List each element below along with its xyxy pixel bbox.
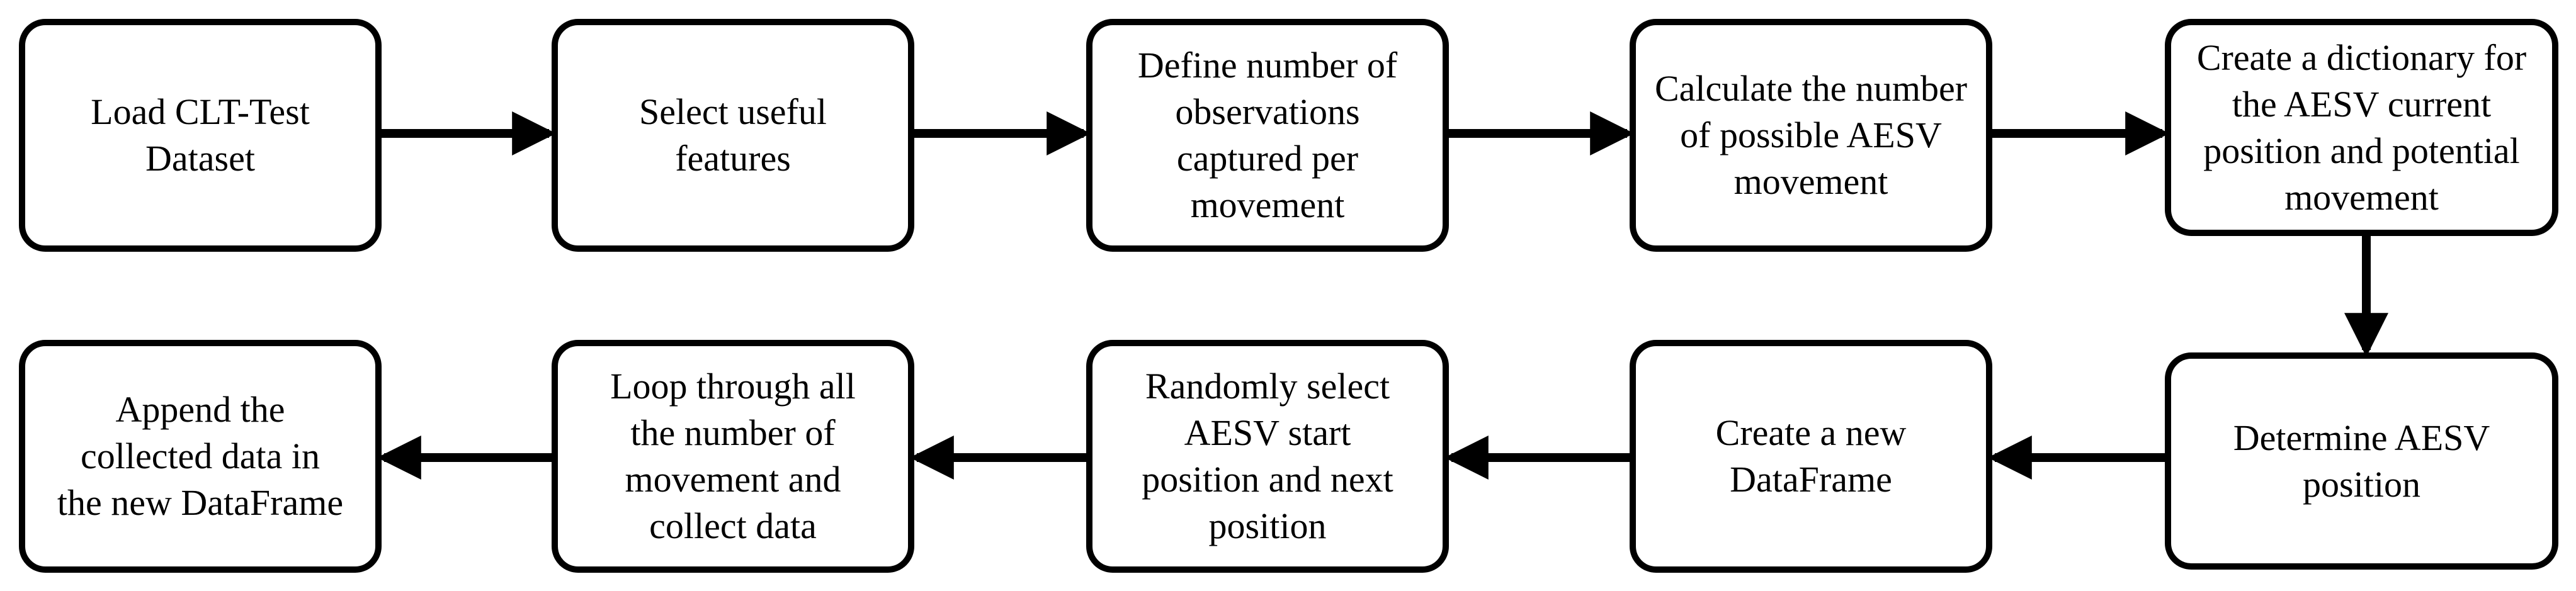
step-label: Define number of observations captured p…: [1137, 45, 1398, 225]
step-label: Append the collected data in the new Dat…: [57, 389, 344, 523]
step-label: Calculate the number of possible AESV mo…: [1654, 68, 1968, 202]
step-create-dataframe: Create a new DataFrame: [1630, 340, 1992, 573]
step-label: Create a new DataFrame: [1715, 412, 1907, 500]
step-calculate-movements: Calculate the number of possible AESV mo…: [1630, 19, 1992, 252]
step-random-select: Randomly select AESV start position and …: [1086, 340, 1449, 573]
step-create-dictionary: Create a dictionary for the AESV current…: [2165, 19, 2558, 236]
step-loop-collect: Loop through all the number of movement …: [552, 340, 914, 573]
step-label: Randomly select AESV start position and …: [1142, 366, 1393, 546]
step-label: Create a dictionary for the AESV current…: [2196, 37, 2527, 218]
step-define-observations: Define number of observations captured p…: [1086, 19, 1449, 252]
step-determine-position: Determine AESV position: [2165, 352, 2558, 570]
step-select-features: Select useful features: [552, 19, 914, 252]
step-append-data: Append the collected data in the new Dat…: [19, 340, 382, 573]
step-label: Determine AESV position: [2233, 417, 2490, 505]
step-load-dataset: Load CLT-Test Dataset: [19, 19, 382, 252]
step-label: Select useful features: [639, 91, 827, 179]
step-label: Load CLT-Test Dataset: [91, 91, 310, 179]
step-label: Loop through all the number of movement …: [610, 366, 856, 546]
